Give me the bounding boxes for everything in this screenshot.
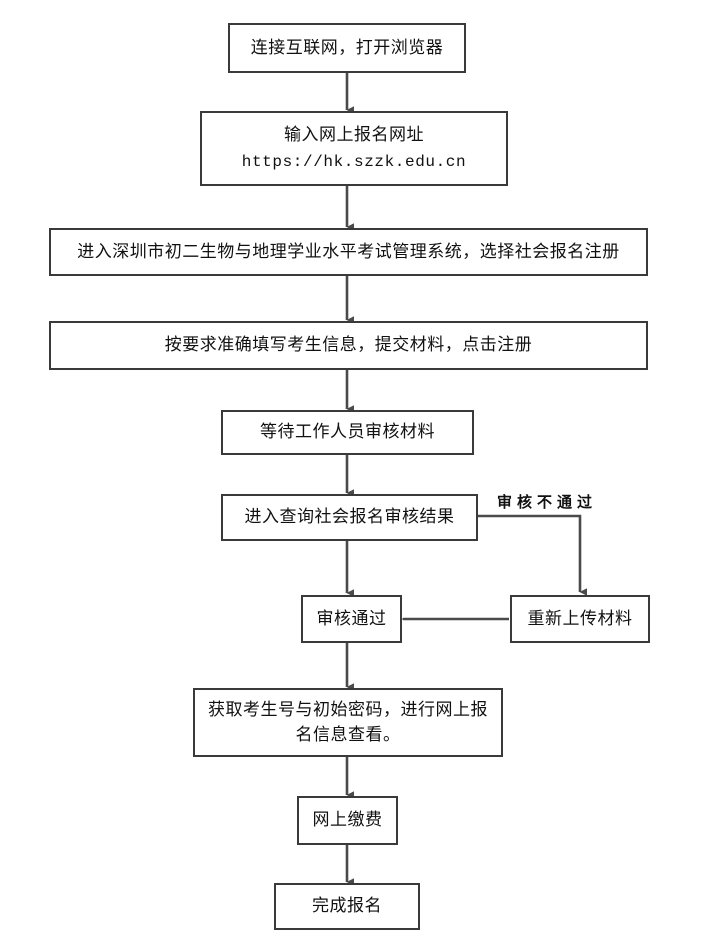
node-get-credentials[interactable]: 获取考生号与初始密码，进行网上报 名信息查看。 <box>193 688 503 757</box>
node-enter-url[interactable]: 输入网上报名网址 https://hk.szzk.edu.cn <box>200 111 508 186</box>
node-online-payment[interactable]: 网上缴费 <box>297 796 398 845</box>
node-label: 连接互联网，打开浏览器 <box>250 37 444 57</box>
node-label: 审核通过 <box>316 608 387 628</box>
node-label: 输入网上报名网址 <box>284 125 424 145</box>
connector-query-to-reupload <box>478 514 587 596</box>
node-label: 重新上传材料 <box>527 608 633 628</box>
node-label: 等待工作人员审核材料 <box>260 422 435 442</box>
node-review-passed[interactable]: 审核通过 <box>301 595 402 643</box>
node-wait-review[interactable]: 等待工作人员审核材料 <box>221 410 474 455</box>
node-reupload[interactable]: 重新上传材料 <box>510 595 650 643</box>
node-query-result[interactable]: 进入查询社会报名审核结果 <box>221 494 478 541</box>
node-label: 完成报名 <box>312 896 382 916</box>
node-finish[interactable]: 完成报名 <box>274 883 420 930</box>
node-fill-info[interactable]: 按要求准确填写考生信息，提交材料，点击注册 <box>49 321 648 370</box>
edge-label-review-failed: 审核不通过 <box>497 494 598 511</box>
node-label: 按要求准确填写考生信息，提交材料，点击注册 <box>164 335 533 355</box>
node-enter-system[interactable]: 进入深圳市初二生物与地理学业水平考试管理系统，选择社会报名注册 <box>49 228 648 276</box>
node-label: 进入查询社会报名审核结果 <box>244 507 455 527</box>
node-connect-internet[interactable]: 连接互联网，打开浏览器 <box>228 23 466 73</box>
node-url-text: https://hk.szzk.edu.cn <box>241 152 467 171</box>
node-label: 获取考生号与初始密码，进行网上报 名信息查看。 <box>208 699 488 744</box>
node-label: 网上缴费 <box>312 810 383 830</box>
node-label: 进入深圳市初二生物与地理学业水平考试管理系统，选择社会报名注册 <box>77 241 620 261</box>
